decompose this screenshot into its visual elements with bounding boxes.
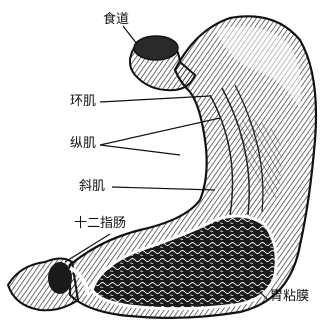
label-longitudinal-muscle: 纵肌 xyxy=(70,137,96,150)
label-duodenum: 十二指肠 xyxy=(74,217,126,230)
label-circular-muscle: 环肌 xyxy=(70,95,96,108)
label-esophagus: 食道 xyxy=(103,13,129,26)
label-oblique-muscle: 斜肌 xyxy=(79,180,105,193)
leader-esophagus xyxy=(123,26,137,44)
leader-longitudinal-muscle-a xyxy=(100,118,220,145)
label-gastric-mucosa: 胃粘膜 xyxy=(270,290,309,303)
leader-oblique-muscle xyxy=(112,187,215,190)
leader-longitudinal-muscle-b xyxy=(100,145,180,155)
